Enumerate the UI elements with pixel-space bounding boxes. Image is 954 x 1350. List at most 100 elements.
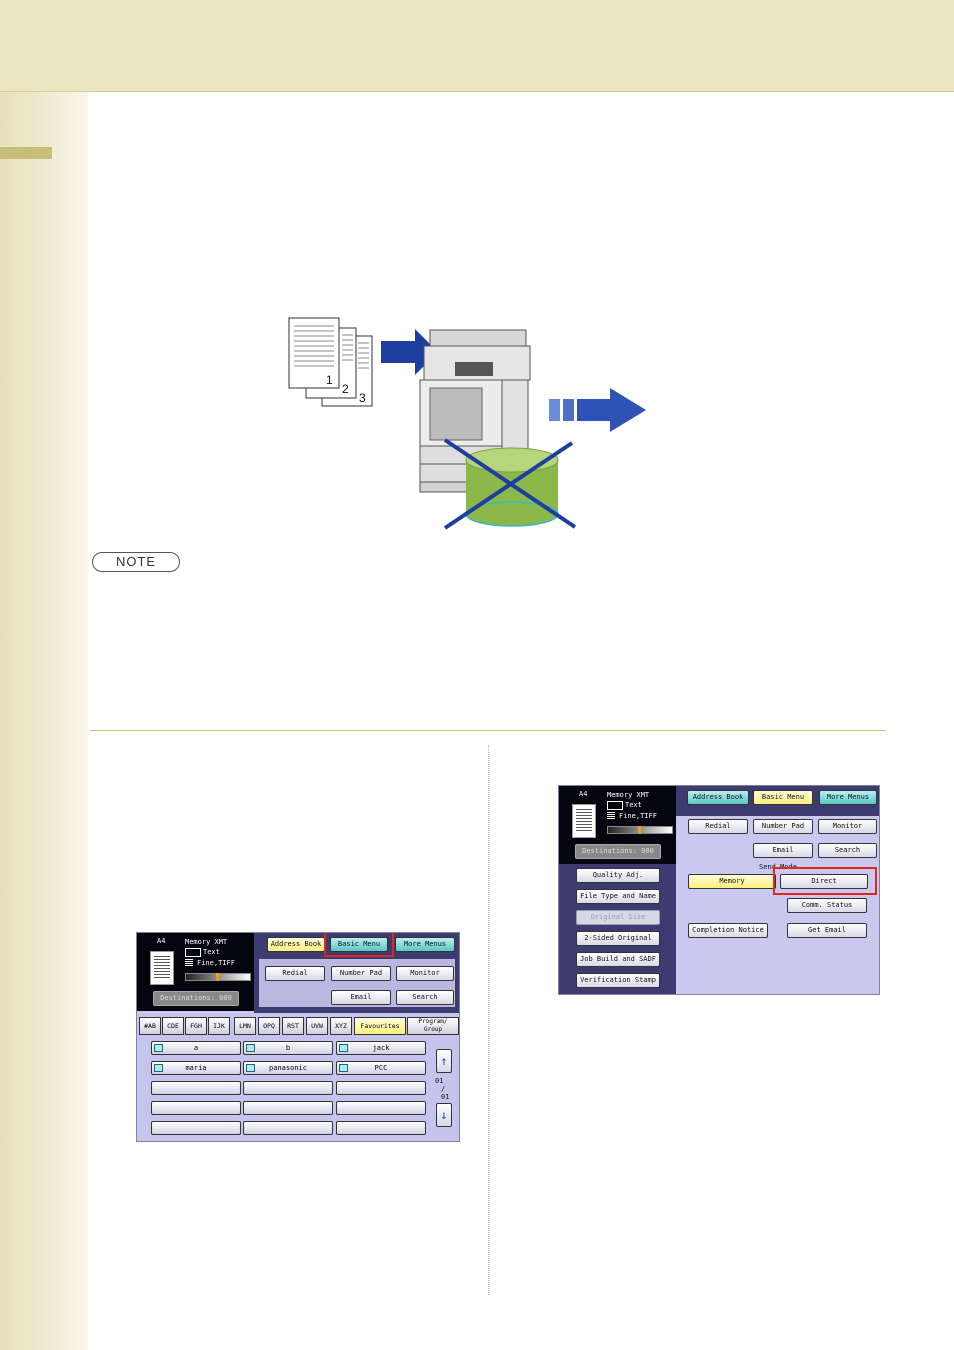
note-badge: NOTE	[92, 552, 180, 572]
index-tab-rst[interactable]: RST	[282, 1017, 304, 1035]
redial-button[interactable]: Redial	[265, 966, 325, 981]
address-book-screen: A4 Memory XMT Text Fine,TIFF Destination…	[136, 932, 460, 1142]
index-tab-ab[interactable]: #AB	[139, 1017, 161, 1035]
column-divider	[488, 745, 489, 1295]
address-entry[interactable]	[151, 1081, 241, 1095]
address-entry-label: jack	[372, 1044, 390, 1052]
text-mode-icon	[185, 948, 201, 957]
email-icon	[154, 1064, 163, 1072]
contrast-slider[interactable]	[185, 973, 251, 981]
original-size-button[interactable]: Original Size	[576, 910, 660, 925]
search-button[interactable]: Search	[396, 990, 454, 1005]
text-mode-icon	[607, 801, 623, 810]
email-icon	[339, 1044, 348, 1052]
tab-more-menus[interactable]: More Menus	[395, 937, 455, 952]
memory-mode-button[interactable]: Memory	[688, 874, 776, 889]
page-current: 01	[435, 1077, 444, 1085]
preview-area: A4 Memory XMT Text Fine,TIFF Destination…	[559, 786, 676, 864]
fax-icon	[246, 1064, 255, 1072]
scan-quality: Text	[625, 801, 642, 809]
address-entry[interactable]: a	[151, 1041, 241, 1055]
document-preview-icon	[572, 804, 596, 838]
paper-size: A4	[579, 790, 588, 798]
address-entry[interactable]: b	[243, 1041, 333, 1055]
index-tab-ijk[interactable]: IJK	[208, 1017, 230, 1035]
direct-mode-button[interactable]: Direct	[780, 874, 868, 889]
tab-more-menus[interactable]: More Menus	[819, 790, 877, 805]
quality-adj-button[interactable]: Quality Adj.	[576, 868, 660, 883]
section-divider	[90, 730, 886, 731]
address-entry-label: PCC	[374, 1064, 388, 1072]
direct-transmission-illustration: 1 2 3	[288, 317, 646, 530]
get-email-button[interactable]: Get Email	[787, 923, 867, 938]
monitor-button[interactable]: Monitor	[818, 819, 877, 834]
tab-address-book[interactable]: Address Book	[267, 937, 325, 952]
number-pad-button[interactable]: Number Pad	[753, 819, 813, 834]
index-tab-opq[interactable]: OPQ	[258, 1017, 280, 1035]
email-button[interactable]: Email	[331, 990, 391, 1005]
page-number-3: 3	[359, 391, 366, 405]
redial-button[interactable]: Redial	[688, 819, 748, 834]
scroll-down-button[interactable]: ↓	[436, 1103, 452, 1127]
side-margin-band	[0, 92, 88, 1350]
number-pad-button[interactable]: Number Pad	[331, 966, 391, 981]
document-preview-icon	[150, 951, 174, 985]
verification-stamp-button[interactable]: Verification Stamp	[576, 973, 660, 988]
address-entry[interactable]: PCC	[336, 1061, 426, 1075]
tab-basic-menu[interactable]: Basic Menu	[753, 790, 813, 805]
tab-address-book[interactable]: Address Book	[687, 790, 749, 805]
transmit-mode: Memory XMT	[607, 791, 650, 799]
address-entry-label: a	[193, 1044, 199, 1052]
address-entry[interactable]: jack	[336, 1041, 426, 1055]
search-button[interactable]: Search	[818, 843, 877, 858]
address-entry[interactable]	[243, 1081, 333, 1095]
address-entry-label: panasonic	[269, 1064, 307, 1072]
resolution-icon	[607, 812, 615, 820]
resolution: Fine,TIFF	[197, 959, 235, 967]
destinations-button[interactable]: Destinations: 000	[575, 844, 661, 859]
index-tab-lmn[interactable]: LMN	[234, 1017, 256, 1035]
address-entry[interactable]	[336, 1101, 426, 1115]
email-button[interactable]: Email	[753, 843, 813, 858]
index-tab-xyz[interactable]: XYZ	[330, 1017, 352, 1035]
monitor-button[interactable]: Monitor	[396, 966, 454, 981]
contrast-slider[interactable]	[607, 826, 673, 834]
email-icon	[246, 1044, 255, 1052]
scroll-up-button[interactable]: ↑	[436, 1049, 452, 1073]
comm-status-button[interactable]: Comm. Status	[787, 898, 867, 913]
address-entry[interactable]	[151, 1121, 241, 1135]
address-entry-label: maria	[185, 1064, 207, 1072]
address-entry[interactable]	[336, 1081, 426, 1095]
address-entry[interactable]	[336, 1121, 426, 1135]
address-entry[interactable]	[243, 1121, 333, 1135]
header-band	[0, 0, 954, 92]
file-type-and-name-button[interactable]: File Type and Name	[576, 889, 660, 904]
index-tab-uvw[interactable]: UVW	[306, 1017, 328, 1035]
paper-size: A4	[157, 937, 166, 945]
multifunction-printer-icon	[419, 329, 531, 493]
index-tab-fgh[interactable]: FGH	[185, 1017, 207, 1035]
index-tab-favourites[interactable]: Favourites	[354, 1017, 406, 1035]
index-tab-cde[interactable]: CDE	[162, 1017, 184, 1035]
address-entry[interactable]: panasonic	[243, 1061, 333, 1075]
page-number-2: 2	[342, 382, 349, 396]
job-build-and-sadf-button[interactable]: Job Build and SADF	[576, 952, 660, 967]
page-separator: /	[441, 1085, 446, 1093]
basic-menu-highlight	[324, 933, 394, 957]
index-tab-program-group[interactable]: Program/ Group	[407, 1017, 459, 1035]
email-icon	[154, 1044, 163, 1052]
scan-quality: Text	[203, 948, 220, 956]
memory-storage-icon	[465, 447, 559, 527]
tab-basic-menu[interactable]: Basic Menu	[330, 937, 388, 952]
destinations-button[interactable]: Destinations: 000	[153, 991, 239, 1006]
direct-highlight	[773, 867, 877, 895]
chapter-tab-marker	[0, 147, 52, 159]
page-number-1: 1	[326, 373, 333, 387]
two-sided-original-button[interactable]: 2-Sided Original	[576, 931, 660, 946]
address-entry[interactable]	[243, 1101, 333, 1115]
address-entry[interactable]: maria	[151, 1061, 241, 1075]
completion-notice-button[interactable]: Completion Notice	[688, 923, 768, 938]
transmit-mode: Memory XMT	[185, 938, 228, 946]
address-entry[interactable]	[151, 1101, 241, 1115]
crossed-out-icon	[443, 438, 577, 530]
